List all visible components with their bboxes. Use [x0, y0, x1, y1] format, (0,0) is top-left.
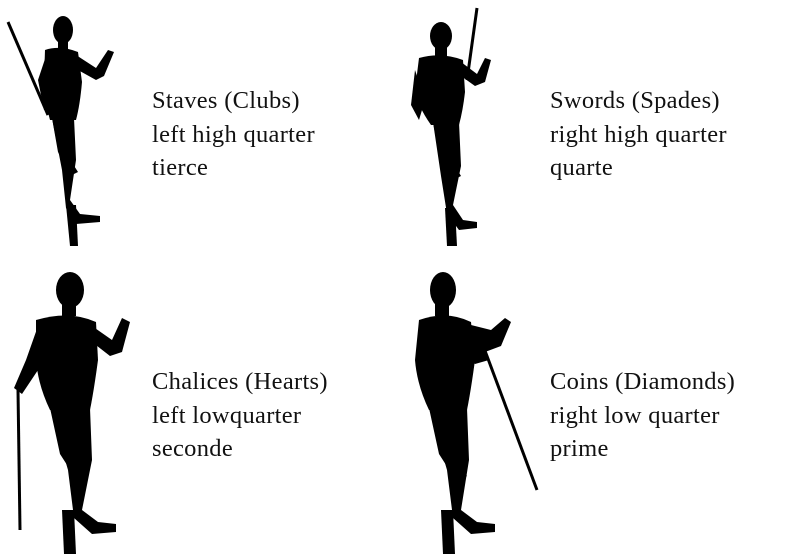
- position-label-staves: left high quarter: [152, 120, 315, 148]
- caption-coins: Coins (Diamonds) right low quarter prime: [550, 365, 735, 466]
- caption-staves: Staves (Clubs) left high quarter tierce: [152, 84, 315, 185]
- position-label-swords: right high quarter: [550, 120, 727, 148]
- guard-label-chalices: seconde: [152, 435, 234, 462]
- position-label-coins: right low quarter: [550, 401, 720, 429]
- caption-swords: Swords (Spades) right high quarter quart…: [550, 84, 727, 185]
- guard-label-coins: prime: [550, 435, 609, 462]
- position-label-chalices: left lowquarter: [152, 401, 302, 429]
- fencer-silhouette-swords: [411, 7, 491, 246]
- fencer-silhouette-coins: [415, 272, 539, 554]
- fencer-silhouette-chalices: [14, 272, 130, 554]
- suit-label-swords: Swords (Spades): [550, 87, 720, 114]
- guard-label-staves: tierce: [152, 154, 209, 181]
- suit-label-coins: Coins (Diamonds): [550, 368, 736, 395]
- caption-chalices: Chalices (Hearts) left lowquarter second…: [152, 365, 328, 466]
- fencer-silhouette-staves: [6, 16, 114, 246]
- suit-label-staves: Staves (Clubs): [152, 87, 300, 114]
- guard-label-swords: quarte: [550, 154, 614, 181]
- suit-label-chalices: Chalices (Hearts): [152, 368, 328, 395]
